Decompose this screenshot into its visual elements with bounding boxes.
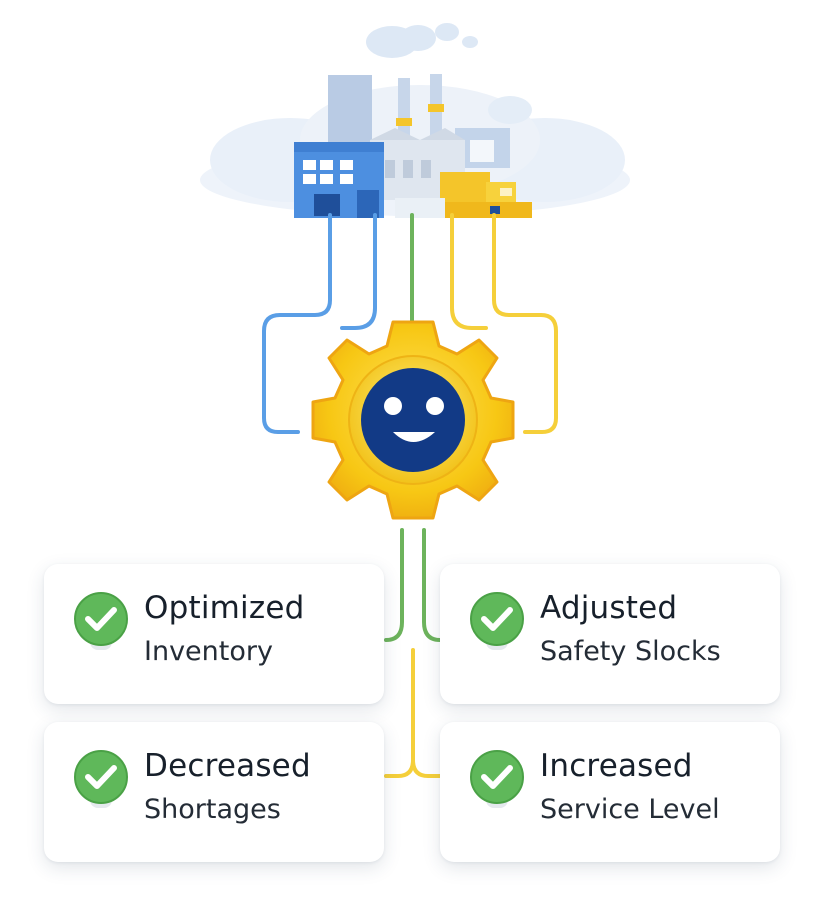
yellow-line-bottom (384, 648, 442, 778)
check-circle-icon (470, 592, 524, 650)
output-connectors (384, 528, 442, 778)
blue-line-outer (262, 213, 332, 434)
card-title: Optimized (144, 590, 305, 626)
green-line-right (422, 528, 442, 642)
connector-lines (262, 213, 558, 434)
green-line-left (384, 528, 404, 642)
yellow-line-outer (492, 213, 558, 434)
card-title: Increased (540, 748, 693, 784)
result-card-increased-service-level: Increased Service Level (440, 722, 780, 862)
check-circle-icon (470, 750, 524, 808)
result-card-adjusted-safety-stocks: Adjusted Safety Slocks (440, 564, 780, 704)
check-circle-icon (74, 592, 128, 650)
yellow-line-inner (450, 213, 488, 330)
result-card-optimized-inventory: Optimized Inventory (44, 564, 384, 704)
gear-robot-icon (311, 320, 515, 520)
card-subtitle: Safety Slocks (540, 636, 721, 667)
check-circle-icon (74, 750, 128, 808)
card-subtitle: Shortages (144, 794, 281, 825)
factory-icon (294, 74, 532, 218)
result-card-decreased-shortages: Decreased Shortages (44, 722, 384, 862)
card-title: Adjusted (540, 590, 678, 626)
card-subtitle: Service Level (540, 794, 720, 825)
card-title: Decreased (144, 748, 311, 784)
card-subtitle: Inventory (144, 636, 273, 667)
blue-line-inner (340, 213, 377, 330)
